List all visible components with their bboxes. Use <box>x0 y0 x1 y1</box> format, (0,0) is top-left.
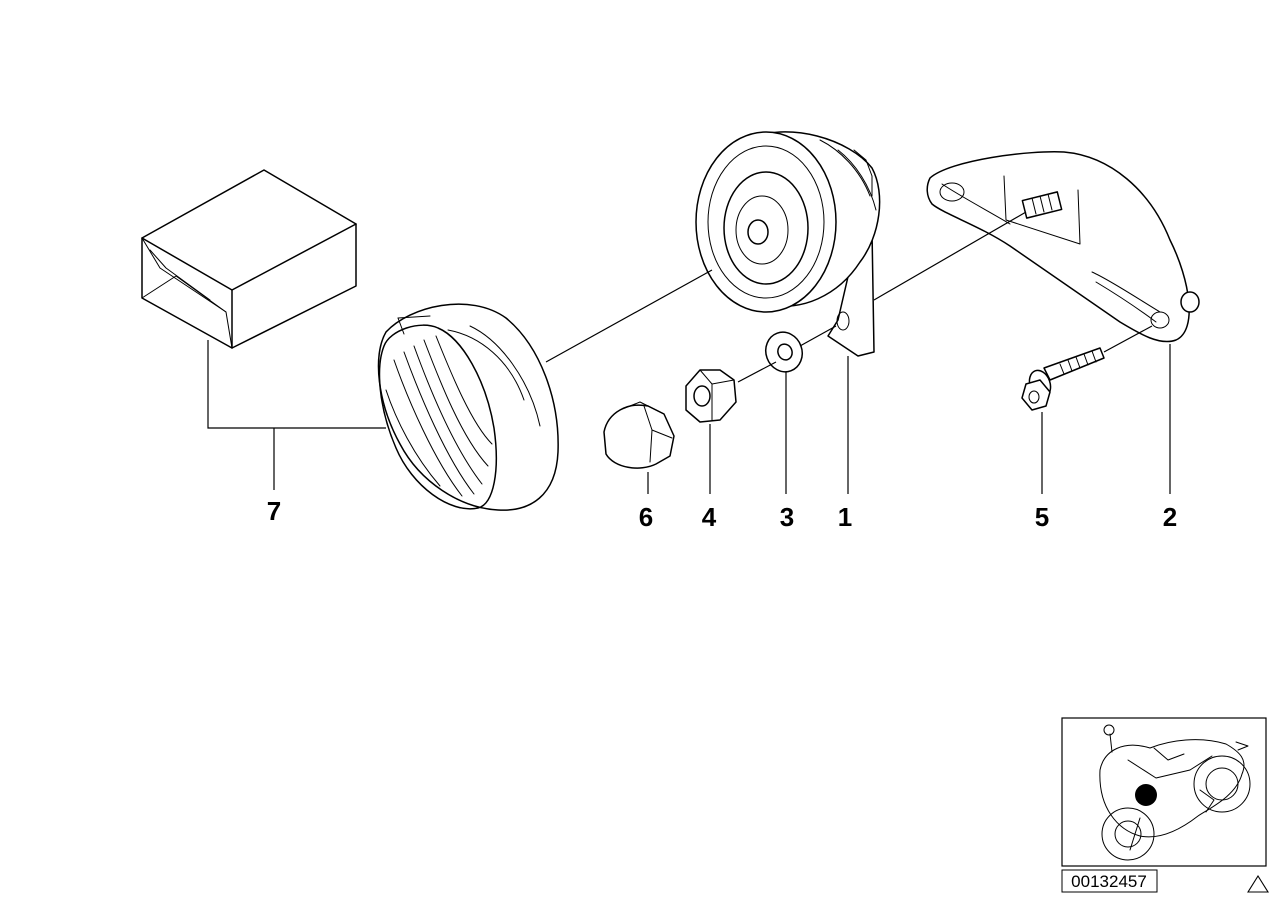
callout-6[interactable]: 6 <box>639 502 653 532</box>
assembly-lines <box>545 211 1153 383</box>
callout-5[interactable]: 5 <box>1035 502 1049 532</box>
callout-2[interactable]: 2 <box>1163 502 1177 532</box>
motorcycle-icon <box>1099 724 1251 861</box>
part-5-bolt[interactable] <box>1021 347 1105 411</box>
callout-1[interactable]: 1 <box>838 502 852 532</box>
callout-leaders <box>207 340 1171 494</box>
location-marker <box>1135 784 1157 806</box>
part-6-cap-nut[interactable] <box>603 401 675 469</box>
part-1-horn[interactable] <box>695 131 881 357</box>
part-number: 00132457 <box>1071 872 1147 891</box>
part-7-horn-grille[interactable] <box>377 303 559 511</box>
callout-4[interactable]: 4 <box>702 502 717 532</box>
part-2-bracket[interactable] <box>926 150 1200 343</box>
part-3-washer[interactable] <box>760 327 808 377</box>
part-4-hex-nut[interactable] <box>685 369 737 423</box>
callout-3[interactable]: 3 <box>780 502 794 532</box>
callout-7[interactable]: 7 <box>267 496 281 526</box>
part-7-package[interactable] <box>141 169 357 349</box>
location-thumbnail: 00132457 <box>1061 717 1267 893</box>
callout-labels: 7 6 4 3 1 5 2 <box>267 496 1177 532</box>
triangle-outline-icon <box>1247 874 1269 893</box>
